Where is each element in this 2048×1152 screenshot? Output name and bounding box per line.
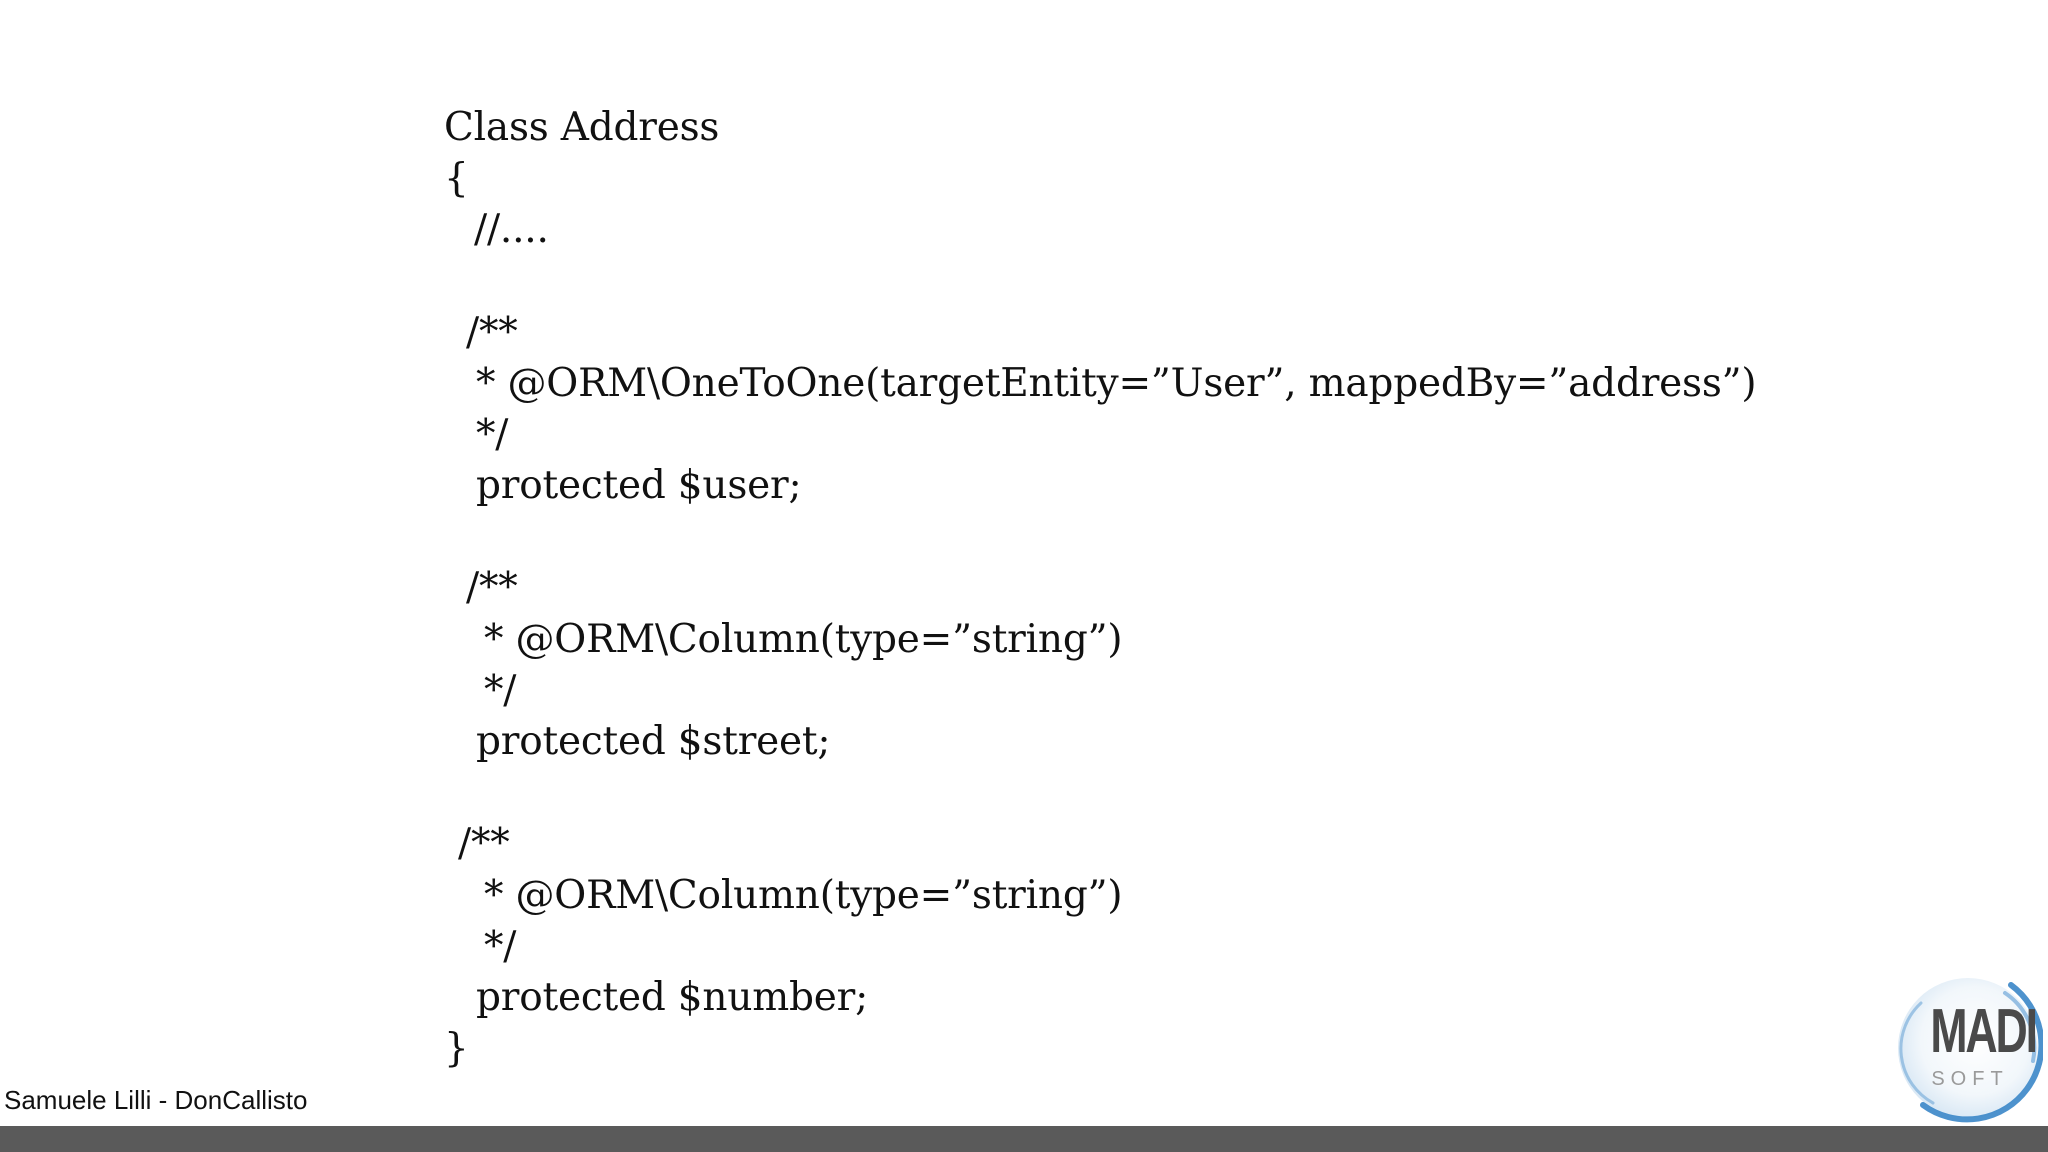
bottom-bar <box>0 1126 2048 1152</box>
code-line-docblock-start: /** <box>458 821 510 866</box>
code-line-annotation-onetoone: * @ORM\OneToOne(targetEntity=”User”, map… <box>476 361 1757 406</box>
code-line-comment: //.... <box>474 207 549 252</box>
code-line-close-brace: } <box>444 1026 469 1071</box>
code-line-property-user: protected $user; <box>476 463 802 508</box>
logo-sub-text: SOFT <box>1931 1068 2009 1090</box>
code-line-docblock-start: /** <box>466 310 518 355</box>
logo-main-text: MADI <box>1930 997 2038 1066</box>
madisoft-logo: MADI SOFT <box>1893 973 2045 1123</box>
footer-author: Samuele Lilli - DonCallisto <box>4 1085 308 1115</box>
code-line-annotation-column: * @ORM\Column(type=”string”) <box>484 873 1123 918</box>
code-line-property-street: protected $street; <box>476 719 831 764</box>
code-line-open-brace: { <box>444 156 469 201</box>
madisoft-logo-graphic <box>1898 978 2045 1123</box>
code-line-annotation-column: * @ORM\Column(type=”string”) <box>484 617 1123 662</box>
code-line-docblock-end: */ <box>484 924 517 969</box>
code-line-property-number: protected $number; <box>476 975 869 1020</box>
code-line-docblock-start: /** <box>466 565 518 610</box>
code-line-docblock-end: */ <box>476 412 509 457</box>
code-line-class-declaration: Class Address <box>444 105 720 150</box>
code-line-docblock-end: */ <box>484 668 517 713</box>
